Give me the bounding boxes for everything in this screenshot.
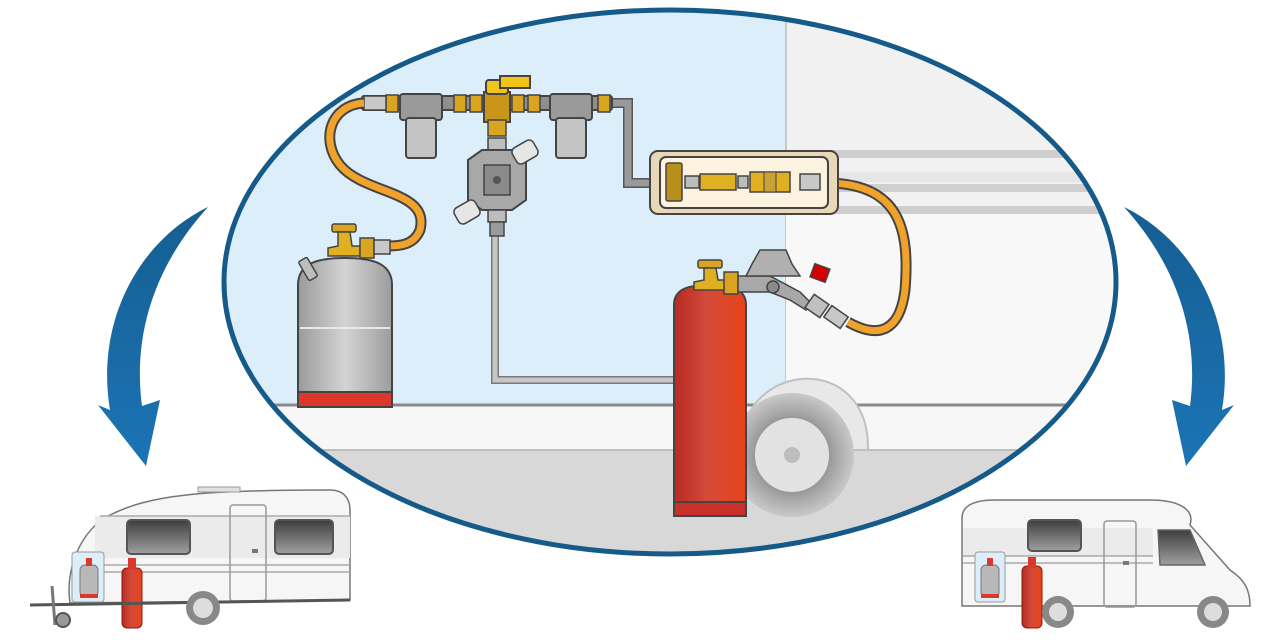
caravan-icon [29,486,351,629]
wheel-icon [730,377,870,517]
right-hose [829,177,912,337]
red-gas-bottle-icon [673,259,747,517]
left-curved-arrow-icon [98,207,208,466]
gas-manifold-icon [361,75,613,237]
grey-gas-bottle-icon [297,223,393,408]
motorhome-icon [961,499,1251,629]
ball-valve-icon [485,75,531,95]
regulator-icon [453,137,539,237]
regulator-icon [737,249,850,330]
right-curved-arrow-icon [1124,207,1234,466]
gas-filter-icon [399,93,443,159]
left-hose [324,97,427,252]
gas-socket-icon [649,150,839,215]
gas-filter-icon [549,93,593,159]
